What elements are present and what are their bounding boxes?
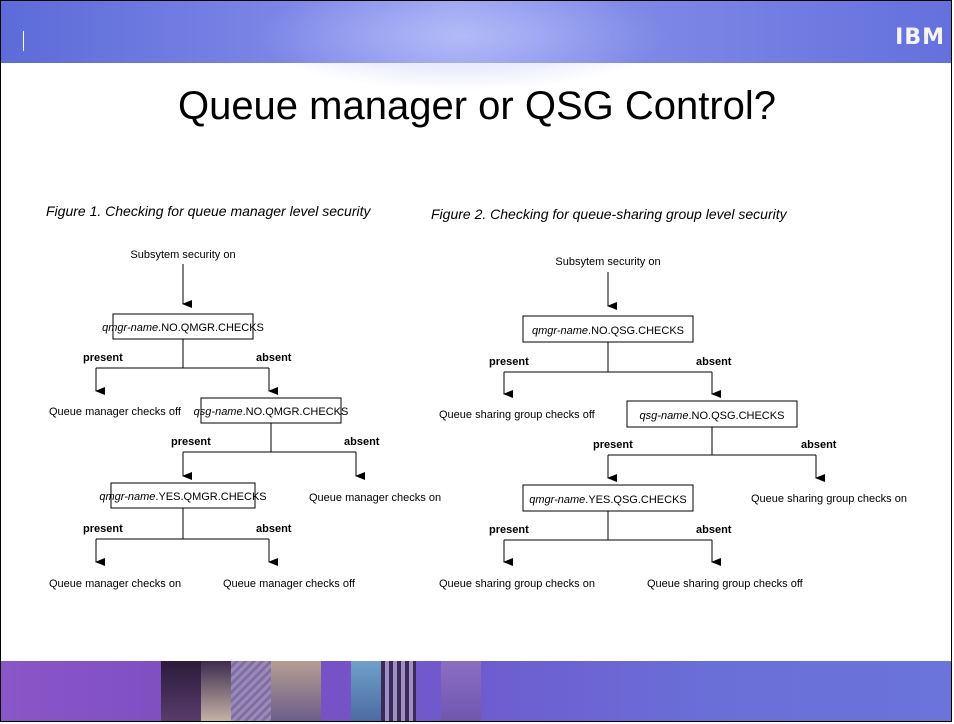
slide-title: Queue manager or QSG Control? [177,84,777,128]
figure-2-present-2: present [593,439,633,451]
footer-photo-strip-3 [231,661,271,721]
figure-2-outcome-2: Queue sharing group checks on [751,493,907,505]
figure-2: Figure 2. Checking for queue-sharing gro… [431,206,907,590]
figure-2-present-1: present [489,356,529,368]
footer-photo-strip-6 [381,661,416,721]
figure-1-box-2-text: .NO.QMGR.CHECKS [243,406,349,418]
figure-1: Figure 1. Checking for queue manager lev… [46,203,441,590]
header-tick [23,31,24,51]
figure-1-outcome-1: Queue manager checks off [49,406,182,418]
figure-2-absent-2: absent [801,439,837,451]
figure-1-box-1-var: qmgr-name [102,322,158,334]
figure-2-box-1-var: qmgr-name [532,325,588,337]
figure-2-box-2-text: .NO.QSG.CHECKS [688,410,784,422]
figure-1-present-2: present [171,436,211,448]
figure-2-absent-3: absent [696,524,732,536]
figure-1-absent-3: absent [256,523,292,535]
figure-1-box-3-text: .YES.QMGR.CHECKS [155,491,266,503]
figure-2-box-2-var: qsg-name [640,410,689,422]
svg-text:qmgr-name.NO.QSG.CHECKS: qmgr-name.NO.QSG.CHECKS [532,325,684,337]
footer-photo-strip-1 [161,661,201,721]
figure-2-box-2 [626,400,798,428]
figure-2-absent-1: absent [696,356,732,368]
figure-2-outcome-1: Queue sharing group checks off [439,409,596,421]
figure-2-outcome-4: Queue sharing group checks off [647,578,804,590]
figure-1-box-3-var: qmgr-name [99,491,155,503]
footer-photo-strip-4 [271,661,321,721]
figure-2-caption: Figure 2. Checking for queue-sharing gro… [431,206,788,222]
figure-2-outcome-3: Queue sharing group checks on [439,578,595,590]
figure-1-absent-1: absent [256,352,292,364]
footer-photo-strip-2 [201,661,231,721]
flowcharts: Figure 1. Checking for queue manager lev… [46,203,907,590]
figure-1-box-2-var: qsg-name [194,406,243,418]
figure-1-start: Subsytem security on [130,249,235,261]
figure-1-absent-2: absent [344,436,380,448]
figure-2-present-3: present [489,524,529,536]
figure-1-present-3: present [83,523,123,535]
figure-2-box-3-text: .YES.QSG.CHECKS [585,494,686,506]
figure-2-start: Subsytem security on [555,256,660,268]
figure-1-outcome-2: Queue manager checks on [309,492,441,504]
figure-1-present-1: present [83,352,123,364]
header-swoosh [251,1,671,91]
svg-text:qsg-name.NO.QMGR.CHECKS: qsg-name.NO.QMGR.CHECKS [194,406,349,418]
figure-2-box-1-text: .NO.QSG.CHECKS [588,325,684,337]
figure-1-box-2 [200,397,342,424]
figure-1-outcome-3: Queue manager checks on [49,578,181,590]
footer-photo-strip-5 [351,661,381,721]
figure-1-box-3 [110,482,256,509]
svg-text:qsg-name.NO.QSG.CHECKS: qsg-name.NO.QSG.CHECKS [640,410,785,422]
svg-text:qmgr-name.NO.QMGR.CHECKS: qmgr-name.NO.QMGR.CHECKS [102,322,264,334]
svg-text:qmgr-name.YES.QMGR.CHECKS: qmgr-name.YES.QMGR.CHECKS [99,491,266,503]
figure-1-caption: Figure 1. Checking for queue manager lev… [46,203,372,219]
svg-text:qmgr-name.YES.QSG.CHECKS: qmgr-name.YES.QSG.CHECKS [529,494,687,506]
figure-1-outcome-4: Queue manager checks off [223,578,356,590]
header-bar: IBM [1,1,951,91]
figure-2-box-3-var: qmgr-name [529,494,585,506]
figure-2-box-1 [522,315,694,343]
footer-photo-strip-7 [441,661,481,721]
footer-bar [1,661,951,721]
ibm-logo: IBM [895,25,945,50]
figure-1-box-1-text: .NO.QMGR.CHECKS [158,322,264,334]
